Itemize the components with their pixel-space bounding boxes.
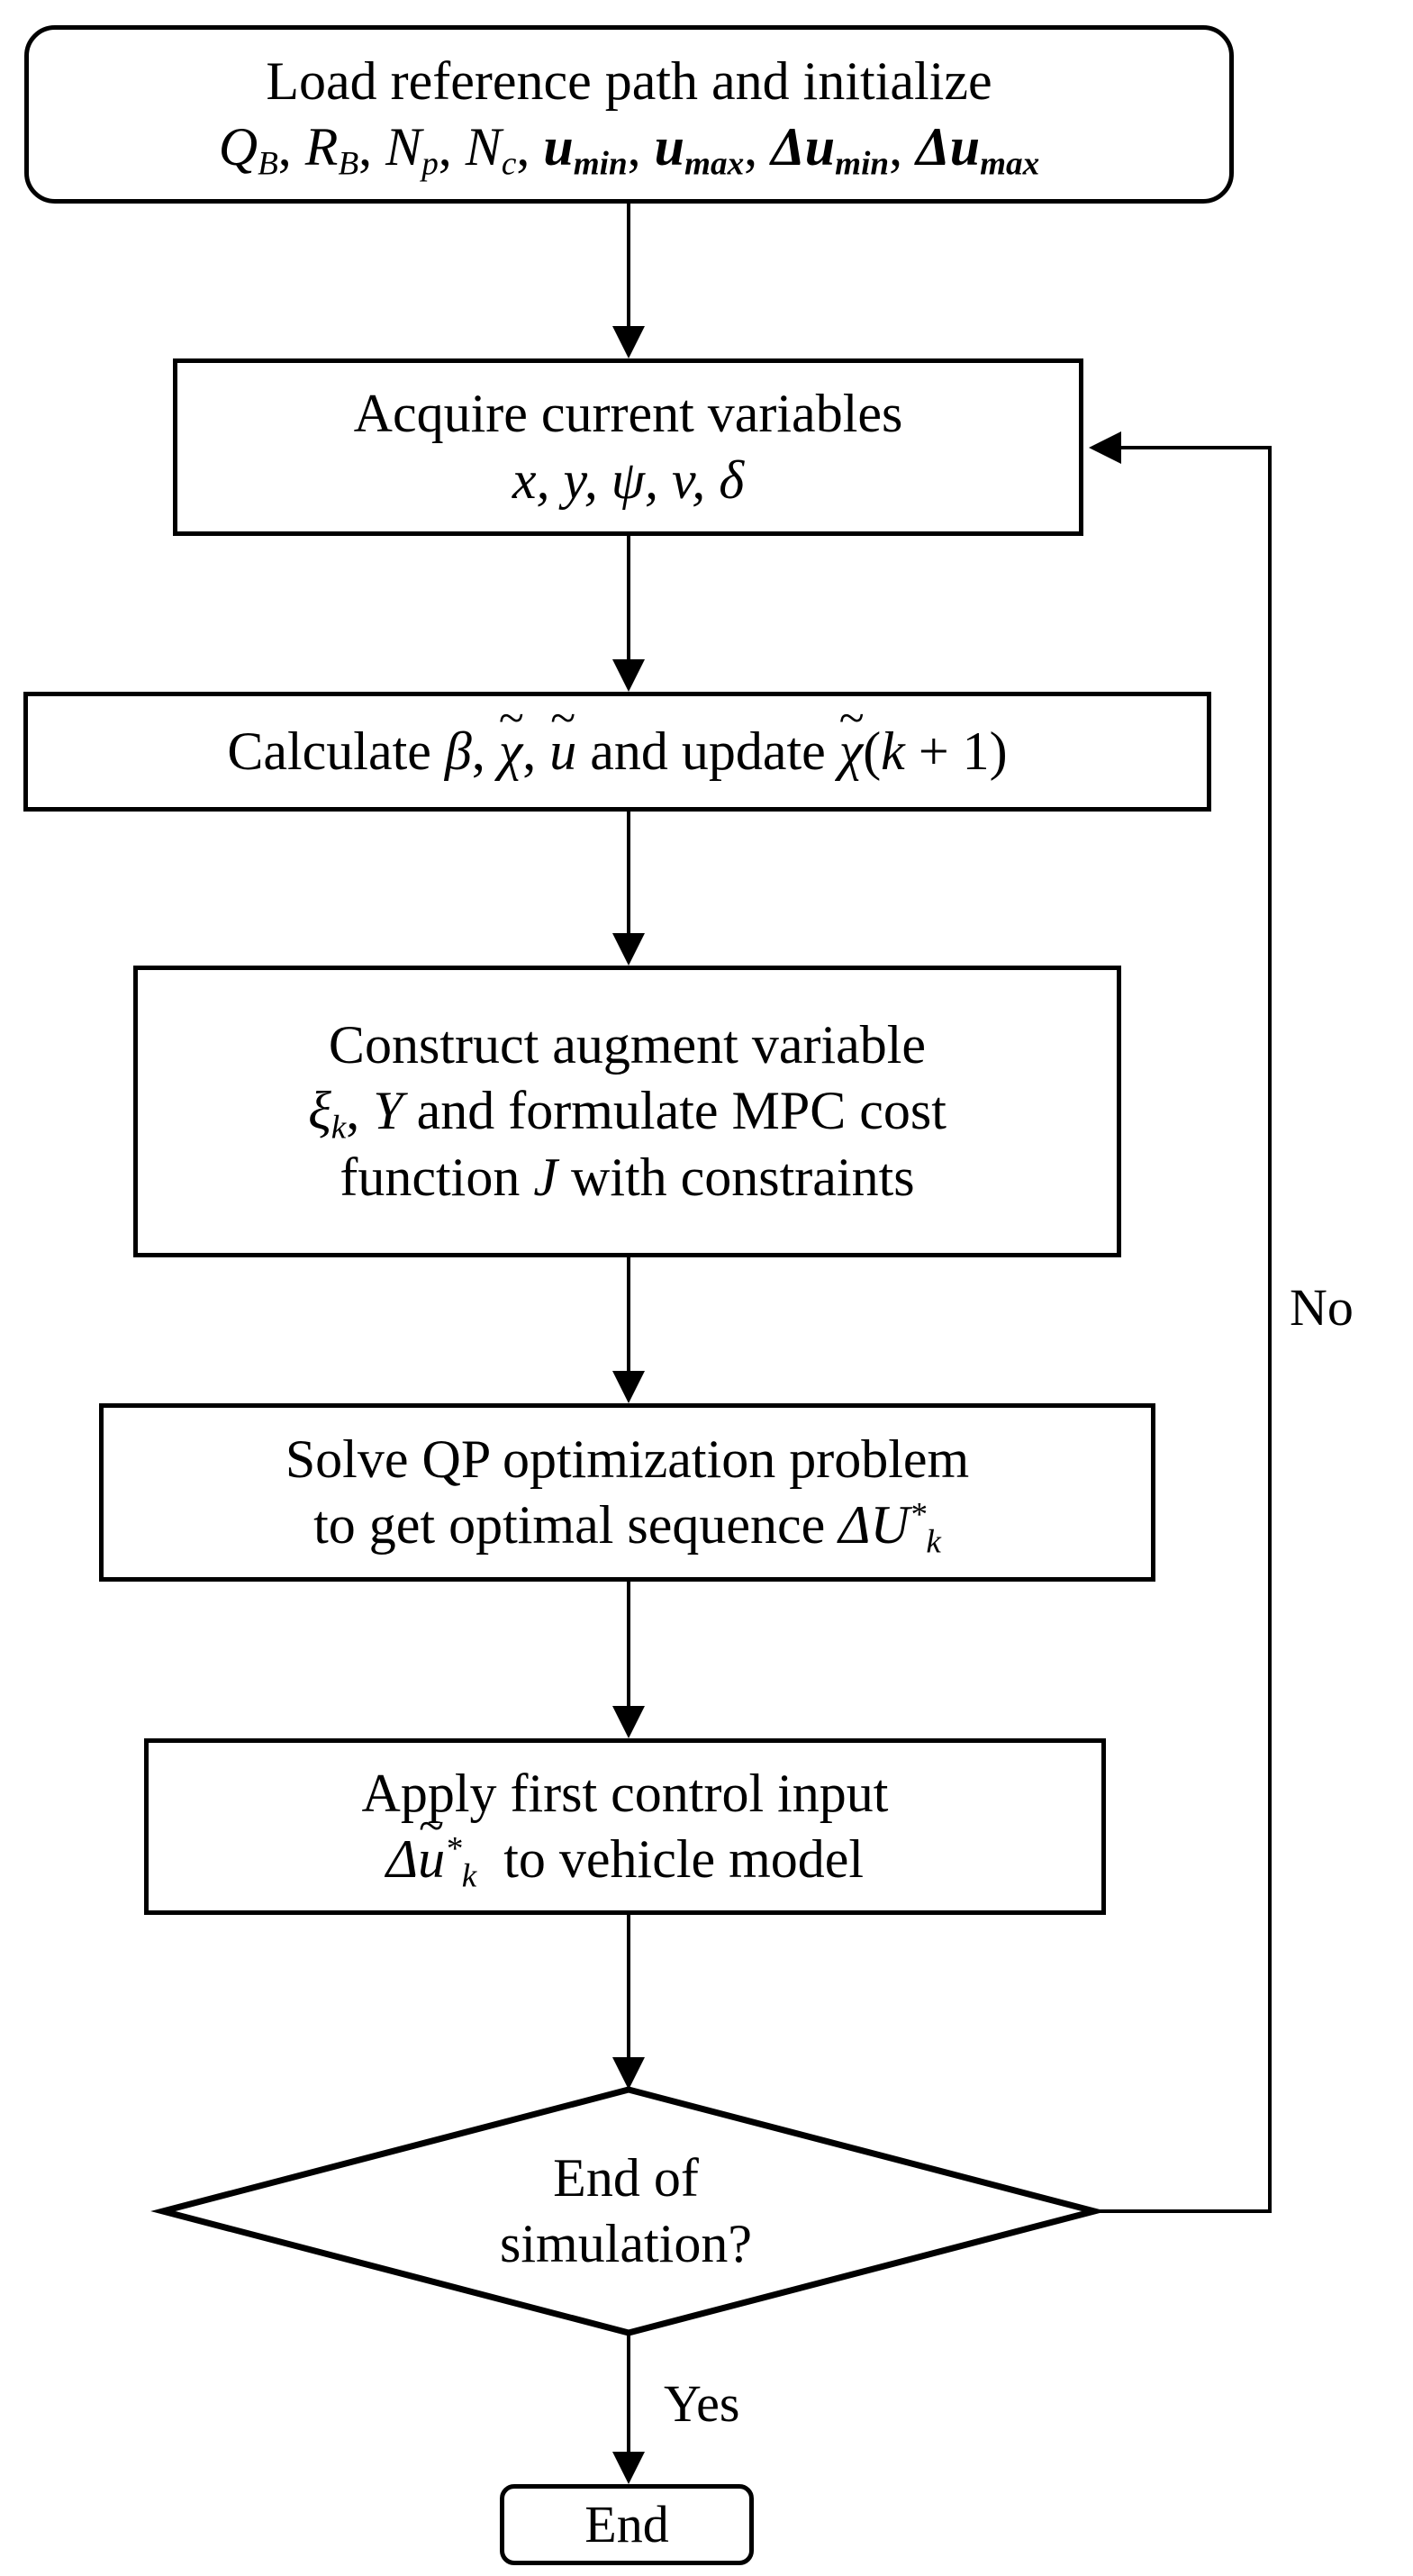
calculate-word: Calculate bbox=[227, 721, 431, 781]
to-vehicle-words: to vehicle model bbox=[503, 1829, 865, 1889]
symbol-chi-tilde-2: ~χ bbox=[838, 693, 865, 781]
node-acquire-line-1: Acquire current variables bbox=[353, 384, 903, 444]
symbol-delta-u-max: Δumax bbox=[916, 117, 1040, 183]
edge-label-yes: Yes bbox=[664, 2374, 740, 2433]
sep-6: , bbox=[744, 117, 772, 177]
function-word: function bbox=[340, 1147, 521, 1207]
node-construct-line-2: ξk, Y and formulate MPC cost bbox=[308, 1078, 947, 1147]
node-apply-line-2: Δ~u*k to vehicle model bbox=[385, 1800, 865, 1895]
node-construct-line-3: function J with constraints bbox=[340, 1145, 914, 1211]
node-calculate-line-1: Calculate β, ~χ, ~u and update ~χ(k + 1) bbox=[227, 693, 1008, 785]
and-formulate-words: and formulate MPC cost bbox=[416, 1081, 947, 1141]
symbol-delta-u-tilde-star-k: Δ~u*k bbox=[385, 1800, 477, 1895]
sep-7: , bbox=[889, 117, 917, 177]
node-end-terminal: End bbox=[500, 2484, 754, 2565]
node-init-line-2: QB, RB, Np, Nc, umin, umax, Δumin, Δumax bbox=[218, 114, 1040, 183]
node-decision-line-1: End of bbox=[553, 2147, 699, 2208]
node-end-label: End bbox=[584, 2494, 669, 2553]
symbol-u-tilde: ~u bbox=[549, 693, 577, 781]
kplus1: (k + 1) bbox=[863, 721, 1008, 781]
sep-x1: , bbox=[346, 1081, 374, 1141]
node-construct-augment-variable: Construct augment variable ξk, Y and for… bbox=[133, 966, 1121, 1257]
symbol-Y: Y bbox=[373, 1081, 403, 1141]
symbol-u-max: umax bbox=[654, 117, 745, 183]
symbol-chi-tilde: ~χ bbox=[498, 693, 524, 781]
node-end-of-simulation-decision: End of simulation? bbox=[356, 2099, 896, 2324]
node-calculate-update: Calculate β, ~χ, ~u and update ~χ(k + 1) bbox=[23, 692, 1211, 812]
node-solve-qp-problem: Solve QP optimization problem to get opt… bbox=[99, 1403, 1155, 1582]
node-apply-line-1: Apply first control input bbox=[361, 1763, 889, 1823]
edge-label-no: No bbox=[1290, 1278, 1354, 1337]
node-construct-line-1: Construct augment variable bbox=[328, 1015, 927, 1075]
node-solve-line-1: Solve QP optimization problem bbox=[285, 1429, 970, 1489]
symbol-Q-B: QB bbox=[218, 117, 278, 183]
node-load-reference-path: Load reference path and initialize QB, R… bbox=[24, 25, 1234, 204]
symbol-delta-U-star-k: ΔU*k bbox=[838, 1495, 941, 1561]
node-decision-line-2: simulation? bbox=[500, 2214, 752, 2273]
sep-c1: , bbox=[471, 721, 499, 781]
sep-2: , bbox=[358, 117, 386, 177]
symbol-R-B: RB bbox=[304, 117, 359, 183]
sep-3: , bbox=[438, 117, 466, 177]
node-acquire-state-variables: x, y, ψ, v, δ bbox=[512, 449, 745, 510]
symbol-delta-u-min: Δumin bbox=[771, 117, 890, 183]
sep-4: , bbox=[516, 117, 544, 177]
sep-1: , bbox=[277, 117, 305, 177]
symbol-xi-k: ξk bbox=[308, 1081, 347, 1147]
symbol-J: J bbox=[533, 1147, 557, 1207]
node-solve-line-2: to get optimal sequence ΔU*k bbox=[313, 1492, 941, 1561]
sep-5: , bbox=[627, 117, 655, 177]
symbol-beta: β bbox=[444, 721, 472, 781]
sep-c2: , bbox=[522, 721, 550, 781]
with-constraints-words: with constraints bbox=[570, 1147, 915, 1207]
node-acquire-current-variables: Acquire current variables x, y, ψ, v, δ bbox=[173, 358, 1083, 536]
symbol-N-c: Nc bbox=[465, 117, 517, 183]
node-apply-first-control-input: Apply first control input Δ~u*k to vehic… bbox=[144, 1738, 1106, 1915]
symbol-N-p: Np bbox=[385, 117, 439, 183]
to-get-optimal-words: to get optimal sequence bbox=[313, 1495, 826, 1555]
symbol-u-min: umin bbox=[543, 117, 628, 183]
node-init-line-1: Load reference path and initialize bbox=[266, 50, 992, 111]
and-update-word: and update bbox=[590, 721, 826, 781]
